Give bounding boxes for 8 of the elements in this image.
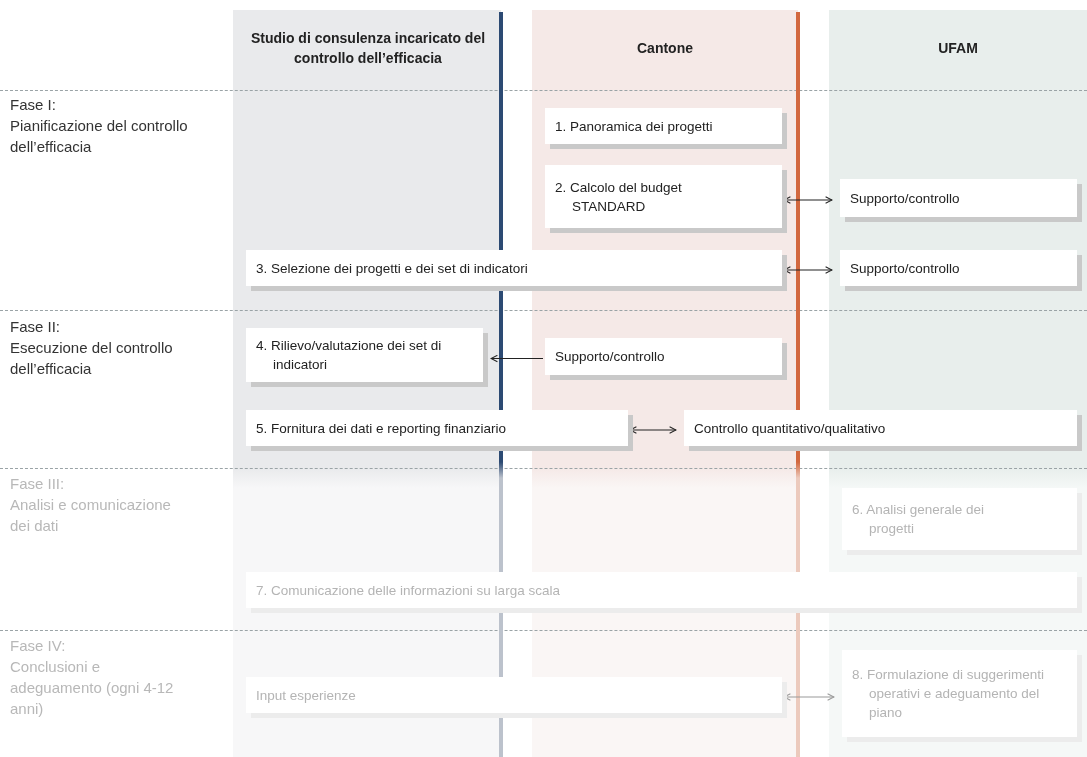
phase-label: Fase IV: Conclusioni e adeguamento (ogni 4-12 anni): [10, 636, 175, 719]
lane-heading: UFAM: [937, 39, 979, 58]
lane-heading: Studio di consulenza incaricato del controllo dell’efficacia: [249, 29, 487, 68]
arrow: [490, 354, 544, 363]
phase-label: Fase III: Analisi e comunicazione dei dati: [10, 474, 172, 536]
lane-heading: Cantone: [636, 39, 694, 58]
phase-label: Fase II: Esecuzione del controllo dell’efficacia: [10, 317, 174, 379]
phase-label: Fase I: Pianificazione del controllo dell’efficacia: [10, 95, 189, 157]
